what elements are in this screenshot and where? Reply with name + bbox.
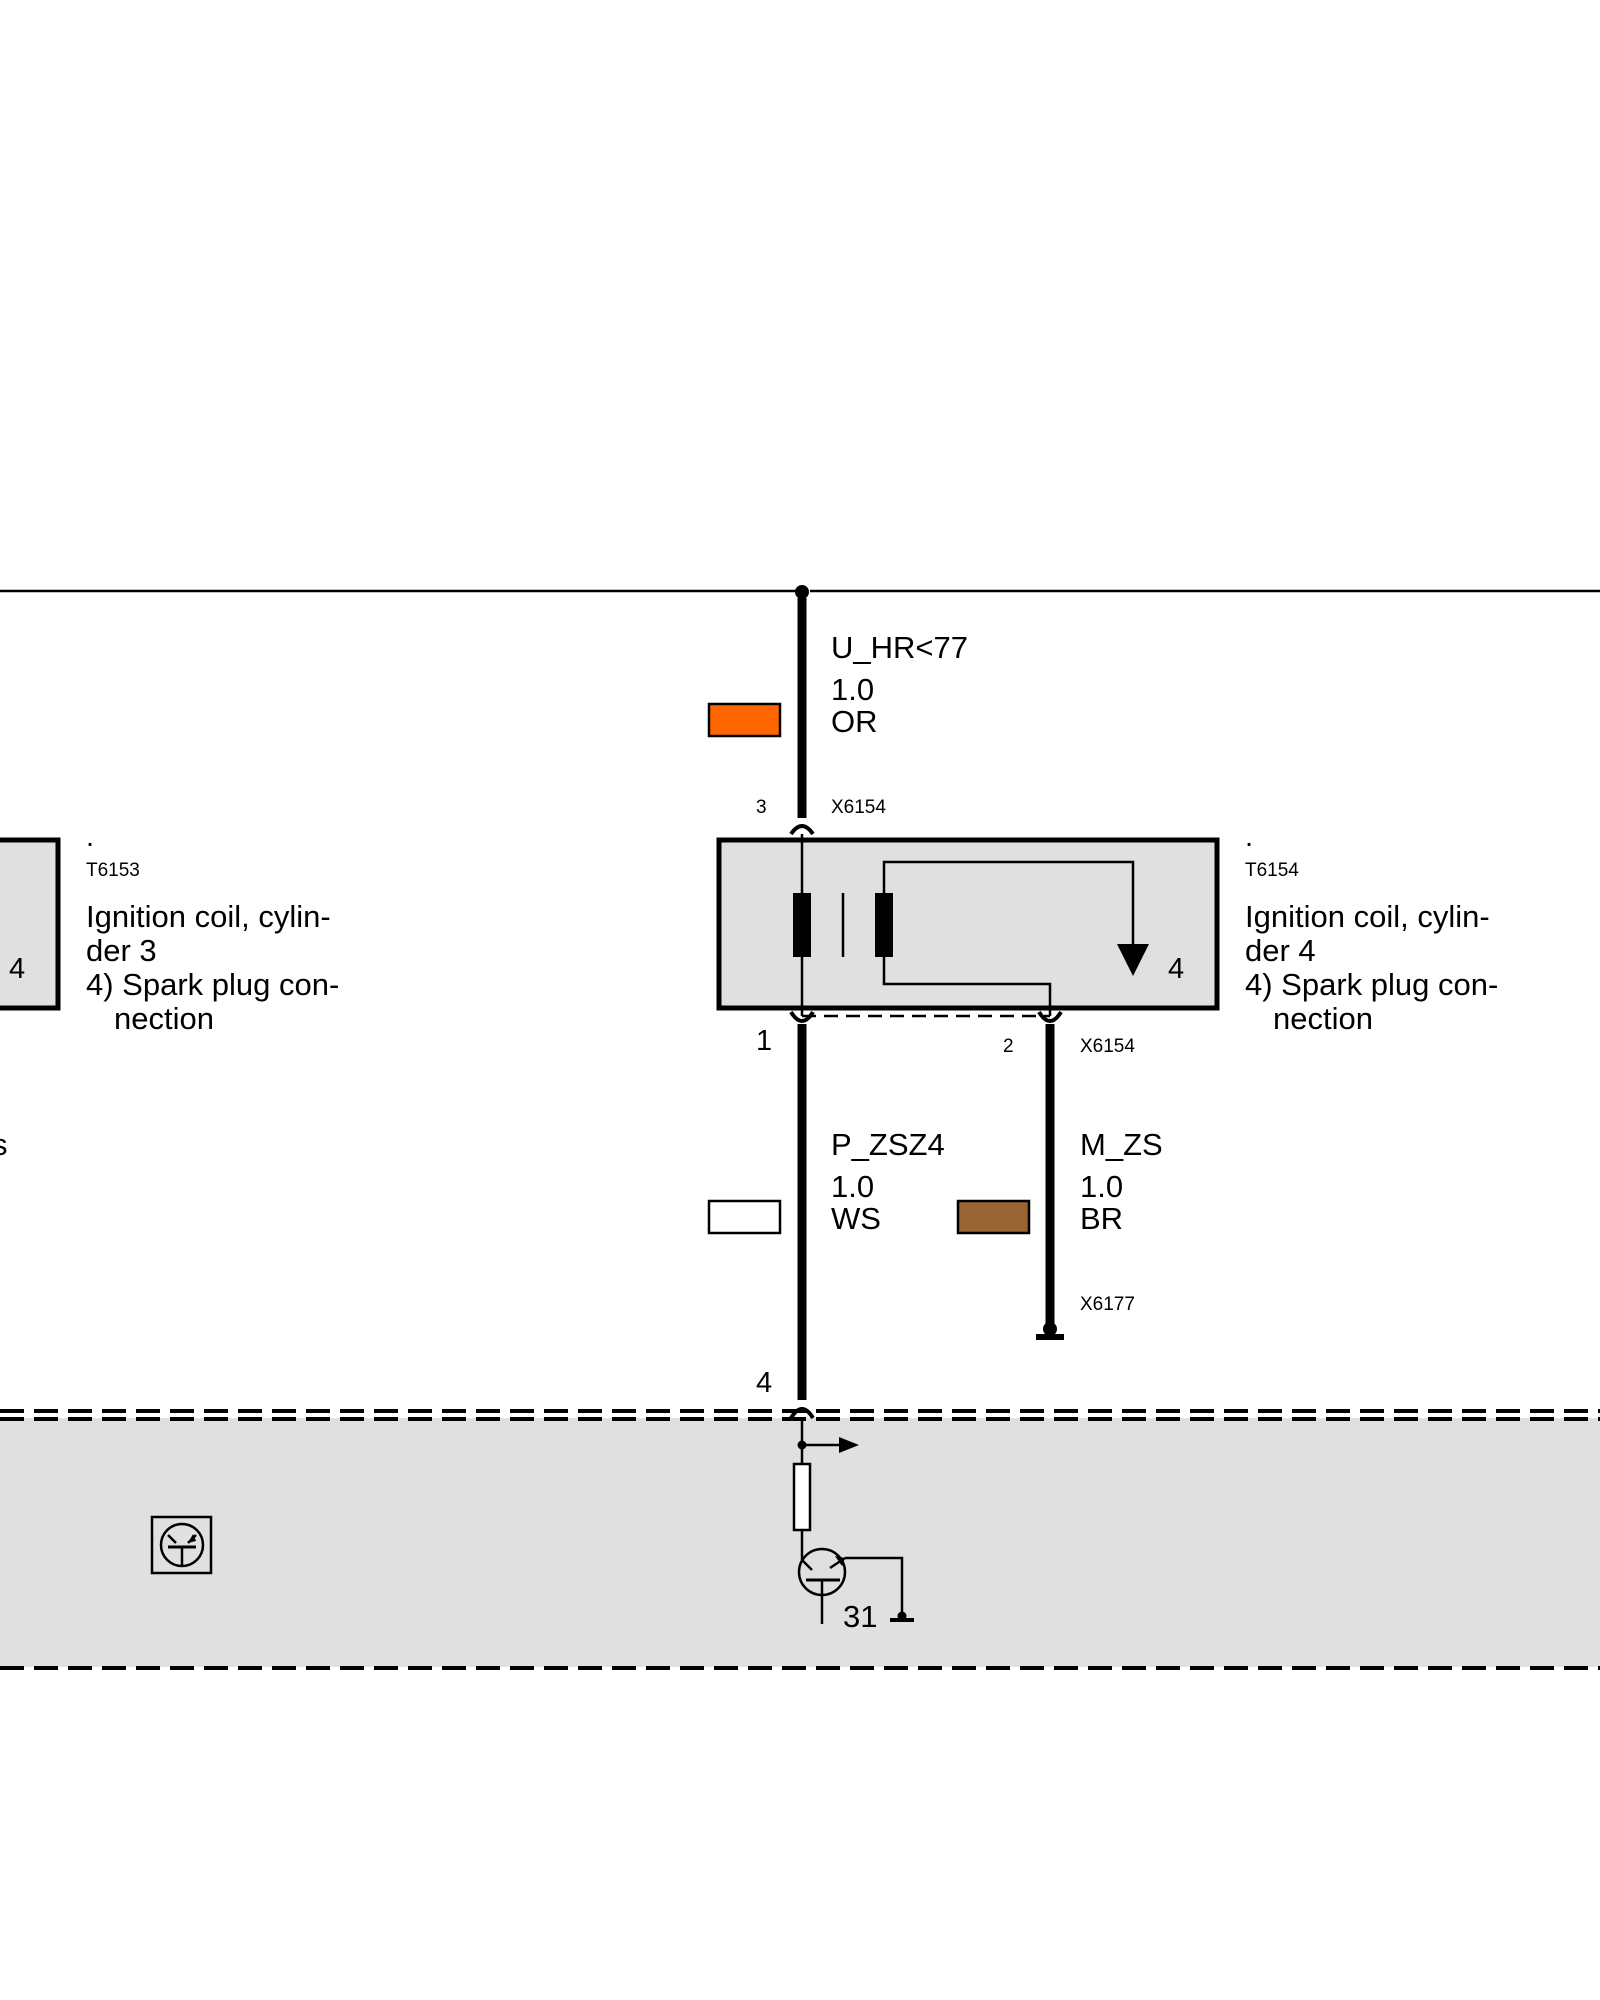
transistor-symbol <box>797 1547 904 1624</box>
transistor-symbol-icon <box>150 1515 213 1575</box>
wire-swatch-white <box>707 1199 782 1235</box>
ground-color-label: BR <box>1080 1201 1123 1236</box>
left-edge-fragment: s <box>0 1127 8 1162</box>
coil3-name-line2: der 3 <box>86 933 157 968</box>
ground-point-id: X6177 <box>1080 1294 1135 1315</box>
ignition-signal-label: P_ZSZ4 <box>831 1127 945 1162</box>
connector-bottom-right-arc <box>1037 1010 1063 1023</box>
coil3-note-line2: nection <box>114 1001 214 1036</box>
ignition-size-label: 1.0 <box>831 1169 874 1204</box>
coil3-note-line1: 4) Spark plug con- <box>86 967 339 1002</box>
arrow-right-icon <box>802 1437 859 1453</box>
ecu-connector-arc <box>789 1407 815 1420</box>
coil4-name-line2: der 4 <box>1245 933 1316 968</box>
supply-junction-dot <box>795 585 809 599</box>
coil4-dot: . <box>1245 821 1253 853</box>
coil3-box <box>0 837 61 1011</box>
connector-bottom-right-pin: 2 <box>1003 1036 1014 1057</box>
connector-top-arc <box>789 824 815 836</box>
coil4-note-line1: 4) Spark plug con- <box>1245 967 1498 1002</box>
coil4-pin: 4 <box>1168 953 1184 985</box>
spark-arrow-icon <box>1117 944 1149 976</box>
coil3-id: T6153 <box>86 860 140 881</box>
resistor-icon <box>792 1462 812 1532</box>
coil3-dot: . <box>86 821 94 853</box>
coil3-name-line1: Ignition coil, cylin- <box>86 899 331 934</box>
connector-bottom-left-pin: 1 <box>756 1025 772 1057</box>
ground-signal-label: M_ZS <box>1080 1127 1163 1162</box>
coil4-secondary-winding <box>875 893 893 957</box>
ground-size-label: 1.0 <box>1080 1169 1123 1204</box>
coil4-name-line1: Ignition coil, cylin- <box>1245 899 1490 934</box>
supply-signal-label: U_HR<77 <box>831 630 968 665</box>
wire-swatch-brown <box>956 1199 1031 1235</box>
supply-size-label: 1.0 <box>831 672 874 707</box>
ground-icon <box>1036 1322 1064 1340</box>
coil4-secondary-circuit <box>882 860 1135 944</box>
connector-top-id: X6154 <box>831 797 886 818</box>
coil4-secondary-return <box>882 957 1052 1016</box>
wire-swatch-orange <box>707 702 782 738</box>
ecu-region <box>0 1418 1600 1667</box>
connector-top-pin: 3 <box>756 797 767 818</box>
coil4-note-line2: nection <box>1273 1001 1373 1036</box>
connector-bottom-left-arc <box>789 1010 815 1023</box>
ecu-pin: 4 <box>756 1367 772 1399</box>
supply-color-label: OR <box>831 704 878 739</box>
coil4-primary-winding <box>793 893 811 957</box>
ecu-ground-icon <box>890 1611 914 1622</box>
coil4-id: T6154 <box>1245 860 1299 881</box>
connector-bottom-right-id: X6154 <box>1080 1036 1135 1057</box>
ecu-ground-terminal: 31 <box>843 1599 877 1634</box>
coil3-pin: 4 <box>9 953 25 985</box>
ignition-color-label: WS <box>831 1201 881 1236</box>
